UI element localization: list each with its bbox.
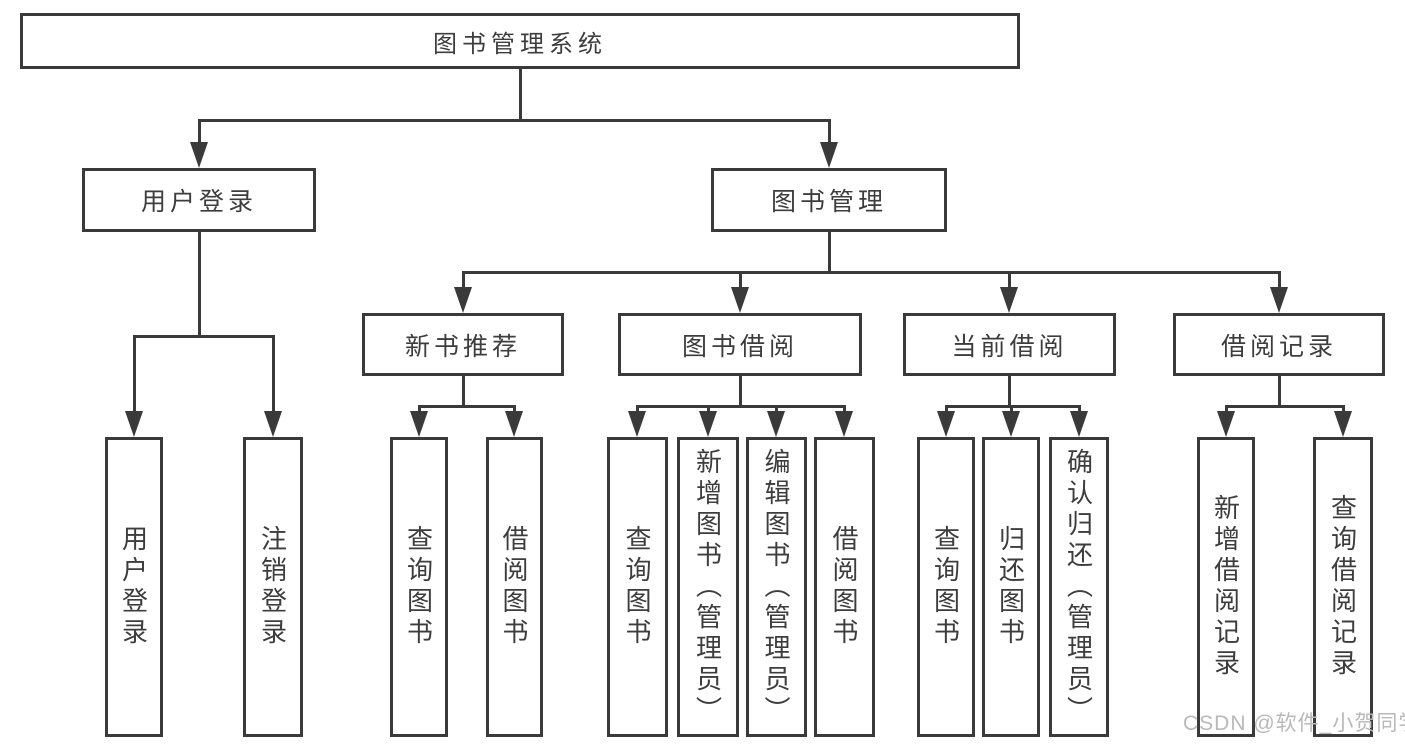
arrow-down-icon <box>1217 411 1235 437</box>
node-leaf-nb-borrow: 借阅图书 <box>486 437 543 737</box>
arrow-down-icon <box>937 411 955 437</box>
connector-line <box>738 270 742 289</box>
connector-line <box>635 404 846 408</box>
node-root: 图书管理系统 <box>20 13 1020 69</box>
connector-line <box>774 404 778 413</box>
arrow-down-icon <box>1334 411 1352 437</box>
node-borrowing-records: 借阅记录 <box>1173 313 1385 376</box>
arrow-down-icon <box>454 287 472 313</box>
node-leaf-cb-return: 归还图书 <box>982 437 1040 737</box>
connector-line <box>1009 404 1013 413</box>
node-new-book-recommend: 新书推荐 <box>362 313 564 376</box>
connector-line <box>271 334 275 413</box>
node-leaf-cb-query: 查询图书 <box>917 437 975 737</box>
connector-line <box>1007 270 1011 289</box>
node-leaf-user-login: 用户登录 <box>105 437 163 737</box>
connector-line <box>1224 404 1345 408</box>
connector-line <box>417 404 421 413</box>
connector-line <box>842 404 846 413</box>
arrow-down-icon <box>731 287 749 313</box>
connector-line <box>827 118 831 144</box>
node-leaf-br-add: 新增借阅记录 <box>1197 437 1255 737</box>
node-book-management: 图书管理 <box>711 168 947 232</box>
arrow-down-icon <box>835 411 853 437</box>
watermark-text: CSDN @软件_小贺同学 <box>1183 712 1405 735</box>
connector-line <box>417 404 516 408</box>
connector-line <box>461 270 465 289</box>
connector-line <box>461 270 1281 274</box>
connector-line <box>827 232 831 274</box>
connector-line <box>197 118 831 122</box>
connector-line <box>197 232 201 338</box>
connector-line <box>635 404 639 413</box>
arrow-down-icon <box>767 411 785 437</box>
node-book-borrowing: 图书借阅 <box>618 313 862 376</box>
node-leaf-nb-query: 查询图书 <box>390 437 448 737</box>
arrow-down-icon <box>264 411 282 437</box>
arrow-down-icon <box>1270 287 1288 313</box>
node-leaf-bb-add: 新增图书（管理员） <box>677 437 739 737</box>
arrow-down-icon <box>125 411 143 437</box>
arrow-down-icon <box>699 411 717 437</box>
arrow-down-icon <box>410 411 428 437</box>
connector-line <box>1341 404 1345 413</box>
connector-line <box>944 404 948 413</box>
connector-line <box>738 376 742 408</box>
arrow-down-icon <box>505 411 523 437</box>
node-leaf-logout: 注销登录 <box>243 437 303 737</box>
connector-line <box>1224 404 1228 413</box>
connector-line <box>1277 376 1281 408</box>
arrow-down-icon <box>1000 287 1018 313</box>
connector-line <box>1007 376 1011 408</box>
node-leaf-bb-edit: 编辑图书（管理员） <box>746 437 807 737</box>
connector-line <box>132 334 275 338</box>
node-leaf-bb-borrow: 借阅图书 <box>814 437 875 737</box>
arrow-down-icon <box>1070 411 1088 437</box>
node-leaf-bb-query: 查询图书 <box>607 437 668 737</box>
connector-line <box>1277 270 1281 289</box>
connector-line <box>1077 404 1081 413</box>
arrow-down-icon <box>190 142 208 168</box>
connector-line <box>461 376 465 408</box>
node-leaf-cb-confirm: 确认归还（管理员） <box>1049 437 1109 737</box>
connector-line <box>132 334 136 413</box>
arrow-down-icon <box>1002 411 1020 437</box>
connector-line <box>518 69 522 122</box>
connector-line <box>512 404 516 413</box>
connector-line <box>706 404 710 413</box>
connector-line <box>944 404 1081 408</box>
connector-line <box>197 118 201 144</box>
node-leaf-br-query: 查询借阅记录 <box>1313 437 1373 737</box>
arrow-down-icon <box>820 142 838 168</box>
node-user-login: 用户登录 <box>82 168 316 232</box>
node-current-borrowing: 当前借阅 <box>903 313 1116 376</box>
arrow-down-icon <box>628 411 646 437</box>
